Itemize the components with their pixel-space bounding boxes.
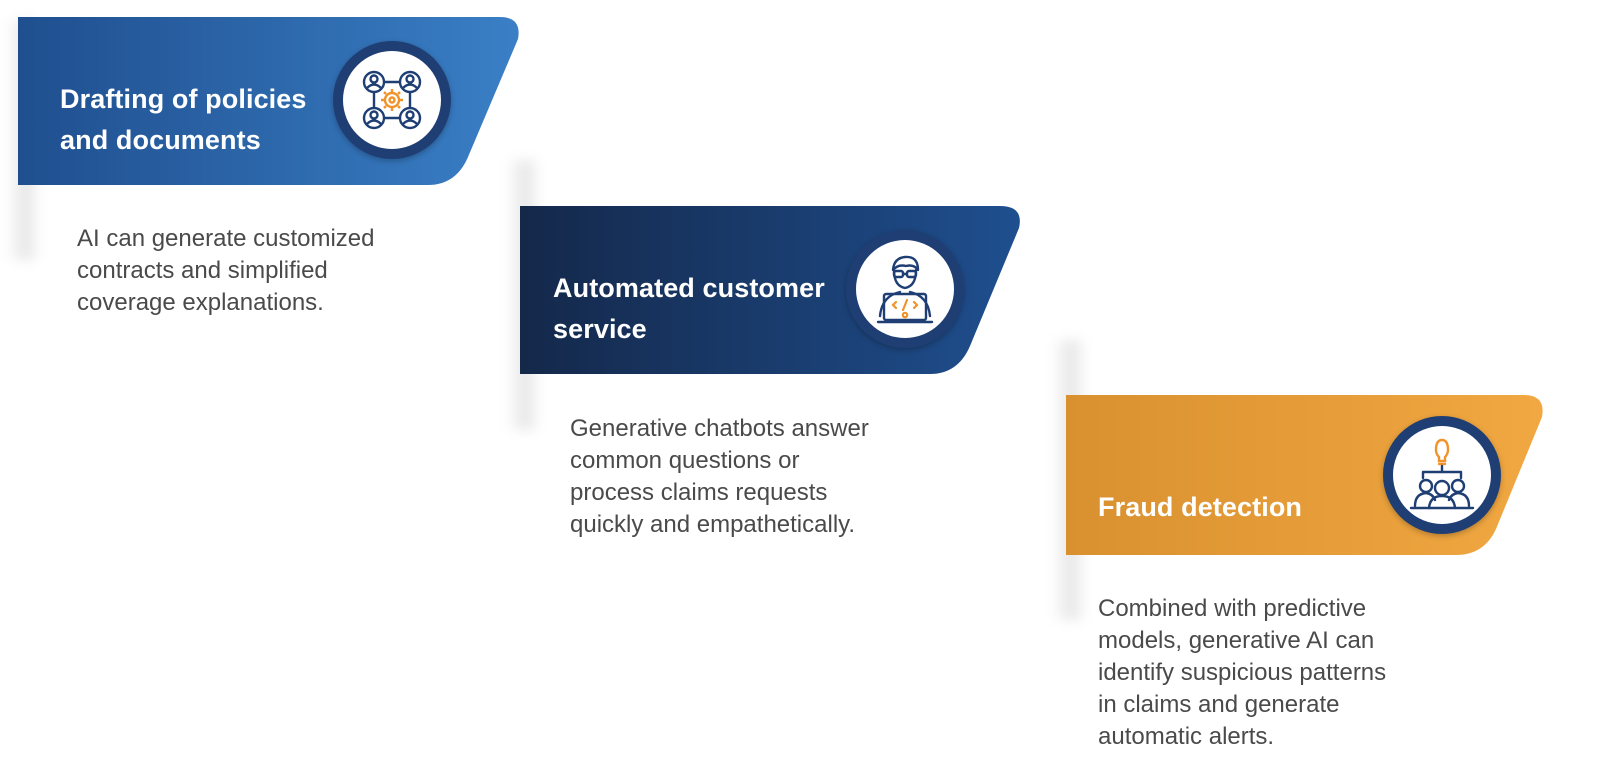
team-gear-network-icon [333, 41, 451, 159]
step-3-description-line: automatic alerts. [1098, 723, 1275, 750]
step-2-description-line: process claims requests [570, 479, 828, 506]
step-2-description-line: common questions or [570, 447, 800, 474]
step-3-description: Combined with predictive models, generat… [1098, 593, 1386, 753]
step-3-description-line: Combined with predictive [1098, 595, 1367, 622]
step-2-title: Automated customer service [553, 268, 825, 350]
step-1-description-line: AI can generate customized [77, 225, 375, 252]
team-idea-lightbulb-icon [1383, 416, 1501, 534]
step-1-title: Drafting of policies and documents [60, 79, 307, 161]
developer-laptop-icon [846, 230, 964, 348]
step-1-description-line: contracts and simplified [77, 257, 328, 284]
step-1-title-line1: Drafting of policies [60, 84, 307, 114]
step-3-title-line1: Fraud detection [1098, 492, 1303, 522]
step-3-description-line: identify suspicious patterns [1098, 659, 1387, 686]
step-2-description: Generative chatbots answer common questi… [570, 413, 869, 541]
step-2-title-line1: Automated customer [553, 273, 825, 303]
step-drafting-policies: Drafting of policies and documents [18, 17, 522, 185]
step-automated-customer-service: Automated customer service [520, 206, 1024, 374]
step-1-title-line2: and documents [60, 125, 261, 155]
step-1-description: AI can generate customized contracts and… [77, 223, 375, 319]
step-2-description-line: quickly and empathetically. [570, 511, 856, 538]
step-2-description-line: Generative chatbots answer [570, 415, 869, 442]
step-3-description-line: models, generative AI can [1098, 627, 1375, 654]
step-fraud-detection: Fraud detection [1066, 395, 1546, 555]
step-1-description-line: coverage explanations. [77, 289, 324, 316]
step-2-title-line2: service [553, 314, 647, 344]
step-3-description-line: in claims and generate [1098, 691, 1340, 718]
step-3-title: Fraud detection [1098, 487, 1302, 528]
